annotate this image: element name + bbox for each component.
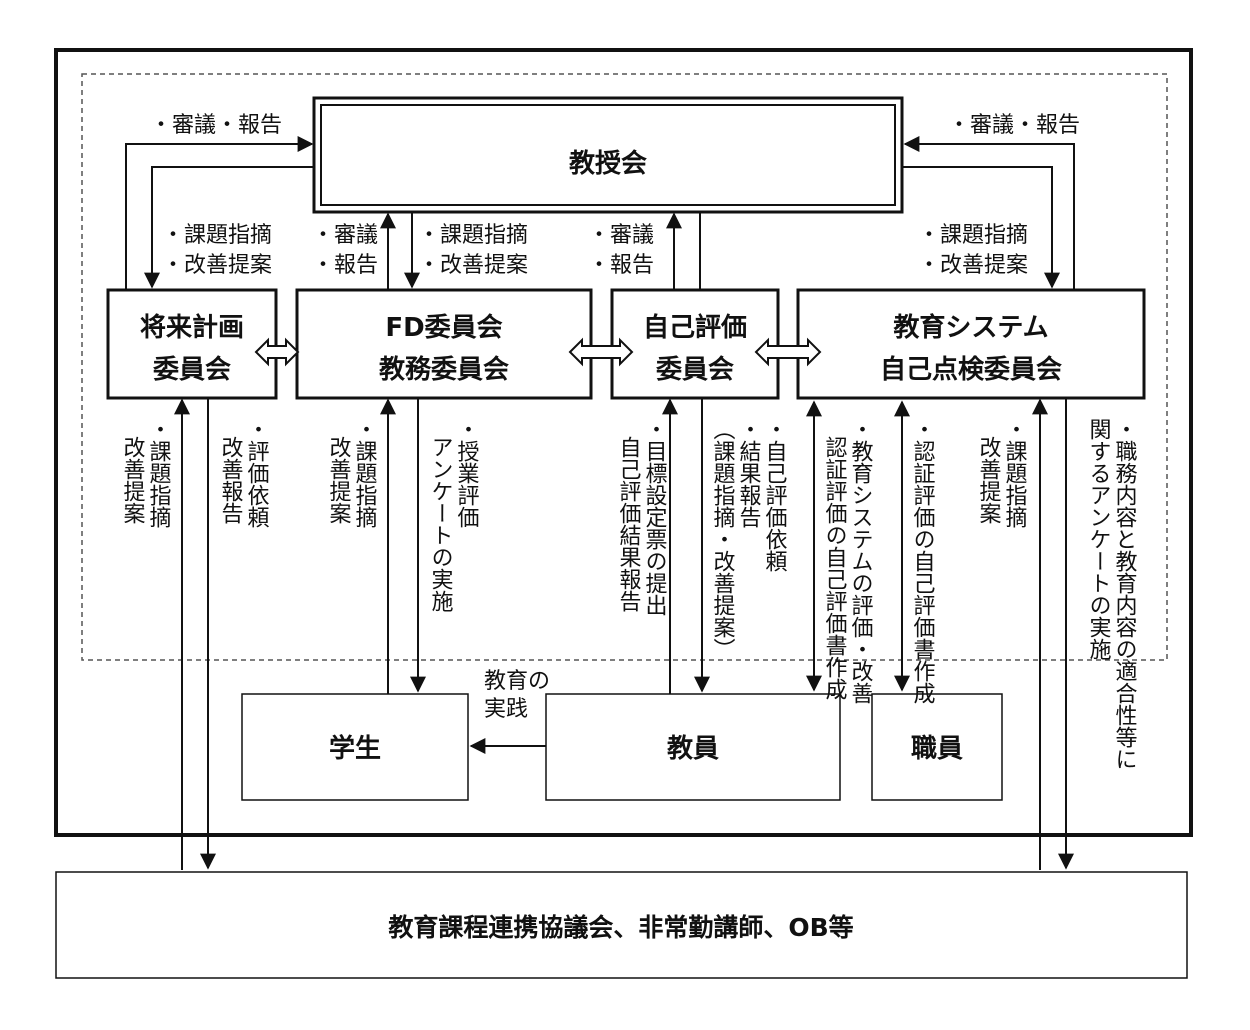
label-kyoiku-jissen-1: 教育の <box>484 669 550 694</box>
arrow-shorai-to-kyojukai <box>125 136 314 290</box>
vlabel-shorai-b1: ・評価依頼 <box>244 418 270 528</box>
vlabel-shorai-a1: ・課題指摘 <box>146 418 172 528</box>
vlabel-fd-b1: ・授業評価 <box>454 418 480 528</box>
outer-frame <box>54 48 1193 837</box>
kyoiku-label-2: 自己点検委員会 <box>880 354 1062 385</box>
vlabel-jiko-a1: ・目標設定票の提出 <box>642 418 668 616</box>
jiko-label-1: 自己評価 <box>643 312 747 343</box>
box-kyoin: 教員 <box>545 693 841 801</box>
box-kyojukai: 教授会 <box>312 96 904 214</box>
vlabel-fd-a2: 改善提案 <box>326 436 352 524</box>
kyoiku-label-1: 教育システム <box>893 312 1048 343</box>
label-shingi-jiko-1: ・審議 <box>588 223 654 248</box>
label-shingi-right: ・審議・報告 <box>948 113 1080 138</box>
vlabel-fd-a1: ・課題指摘 <box>352 418 378 528</box>
kyojukai-label: 教授会 <box>569 149 647 179</box>
shorai-label-2: 委員会 <box>153 355 231 385</box>
label-shingi-fd-2: ・報告 <box>312 253 378 278</box>
arrow-kyojukai-to-shorai <box>144 166 314 289</box>
box-shorai: 将来計画 委員会 <box>106 288 278 400</box>
vlabel-fd-b2: アンケートの実施 <box>428 436 454 612</box>
vlabel-sys-c2: 改善提案 <box>976 436 1002 524</box>
vlabel-shorai-b2: 改善報告 <box>218 436 243 524</box>
vlabel-sys-d1: ・職務内容と教育内容の適合性等に <box>1112 418 1138 770</box>
fd-label-1: FD委員会 <box>385 313 502 343</box>
label-kadai-right-1: ・課題指摘 <box>918 223 1028 248</box>
label-kyoiku-jissen-2: 実践 <box>484 697 528 722</box>
box-fd: FD委員会 教務委員会 <box>295 288 593 400</box>
vlabel-sys-c1: ・課題指摘 <box>1002 418 1028 528</box>
vlabel-shorai-a2: 改善提案 <box>120 436 146 524</box>
double-arrow-1 <box>254 337 300 367</box>
box-shokuin: 職員 <box>871 693 1003 801</box>
vlabel-jiko-b2: ・結果報告 <box>736 418 762 528</box>
vlabel-sys-a2: 認証評価の自己評価書作成 <box>822 436 848 700</box>
fd-label-2: 教務委員会 <box>379 355 509 385</box>
label-shingi-fd-1: ・審議 <box>312 223 378 248</box>
shokuin-label: 職員 <box>911 734 963 764</box>
label-kadai-fd-1: ・課題指摘 <box>418 223 528 248</box>
box-kyoiku-system: 教育システム 自己点検委員会 <box>796 288 1146 400</box>
label-kadai-left-2: ・改善提案 <box>162 253 272 278</box>
vlabel-jiko-b3: （課題指摘・改善提案） <box>710 418 736 660</box>
gakusei-label: 学生 <box>329 733 381 764</box>
box-gakusei: 学生 <box>241 693 469 801</box>
vlabel-sys-a1: ・教育システムの評価・改善 <box>848 418 874 704</box>
double-arrow-3 <box>754 337 822 367</box>
arrow-kyojukai-to-kyoiku <box>902 166 1060 289</box>
vlabel-jiko-a2: 自己評価結果報告 <box>616 436 642 612</box>
label-kadai-fd-2: ・改善提案 <box>418 253 528 278</box>
box-external: 教育課程連携協議会、非常勤講師、OB等 <box>55 871 1188 979</box>
double-arrow-2 <box>568 337 634 367</box>
kyoin-label: 教員 <box>667 734 719 764</box>
label-kadai-left-1: ・課題指摘 <box>162 223 272 248</box>
label-kadai-right-2: ・改善提案 <box>918 253 1028 278</box>
box-jiko: 自己評価 委員会 <box>610 288 780 400</box>
vlabel-sys-b1: ・認証評価の自己評価書作成 <box>910 418 936 704</box>
external-label: 教育課程連携協議会、非常勤講師、OB等 <box>388 913 853 942</box>
arrow-kyoiku-to-kyojukai <box>903 136 1075 290</box>
shorai-label-1: 将来計画 <box>140 312 244 343</box>
vlabel-jiko-b1: ・自己評価依頼 <box>762 418 788 572</box>
label-shingi-left: ・審議・報告 <box>150 113 282 138</box>
dashed-region <box>81 73 1168 661</box>
jiko-label-2: 委員会 <box>656 355 734 385</box>
vlabel-sys-d2: 関するアンケートの実施 <box>1086 418 1112 660</box>
label-shingi-jiko-2: ・報告 <box>588 253 654 278</box>
